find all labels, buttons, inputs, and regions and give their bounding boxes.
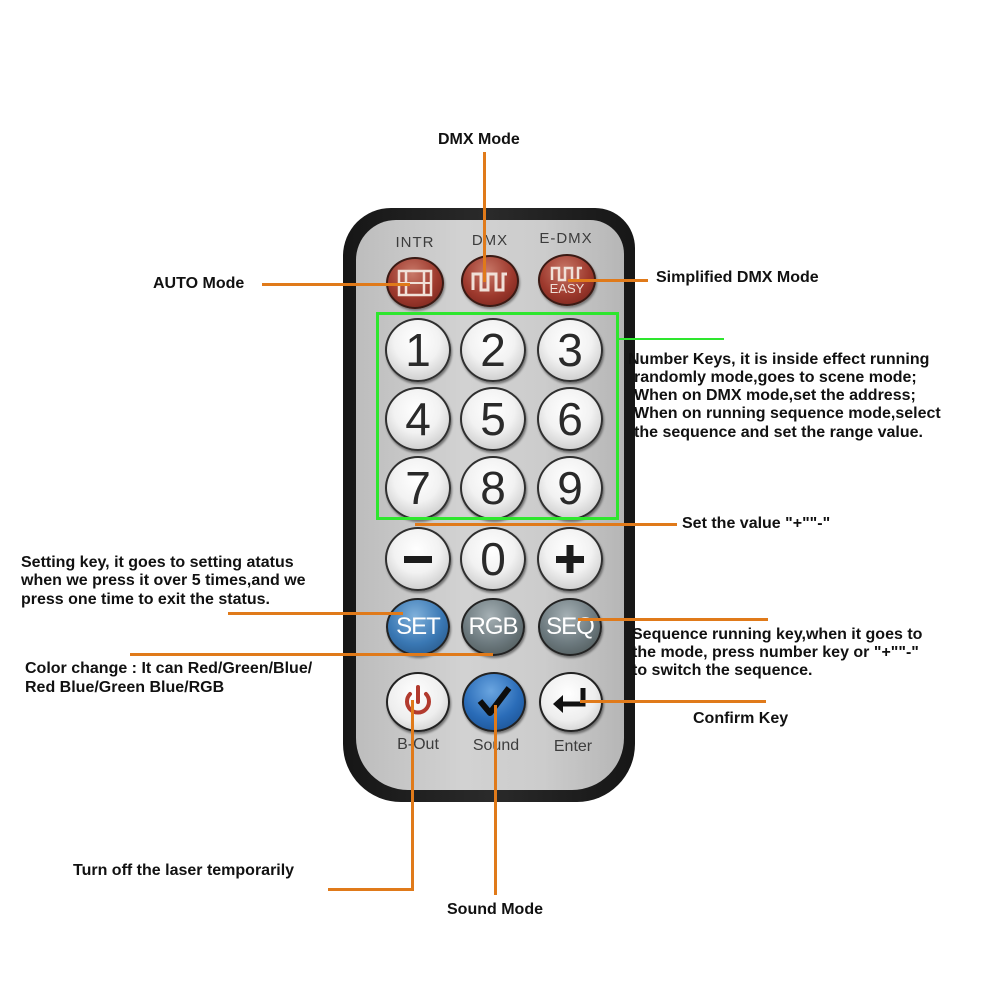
setting-key-annotation-line-3: press one time to exit the status. [21, 591, 270, 608]
dmx-label: DMX [471, 232, 509, 249]
rgb-callout-line [130, 653, 493, 656]
plusminus-callout-line [415, 523, 677, 526]
number-keys-annotation-line-1: Number Keys, it is inside effect running [628, 351, 930, 368]
key-0[interactable]: 0 [460, 527, 526, 591]
bout-button[interactable] [386, 672, 450, 732]
key-7[interactable]: 7 [385, 456, 451, 520]
sequence-key-annotation-line-2: the mode, press number key or "+""-" [632, 644, 919, 661]
seq-button[interactable]: SEQ [538, 598, 602, 656]
key-4[interactable]: 4 [385, 387, 451, 451]
checkmark-icon [477, 686, 512, 716]
easy-text: EASY [549, 281, 585, 296]
key-3[interactable]: 3 [537, 318, 603, 382]
simplified-dmx-annotation: Simplified DMX Mode [656, 269, 819, 286]
plus-button[interactable] [537, 527, 603, 591]
number-keys-annotation-line-3: When on DMX mode,set the address; [634, 387, 916, 404]
setting-key-annotation-line-1: Setting key, it goes to setting atatus [21, 554, 294, 571]
rgb-button[interactable]: RGB [461, 598, 525, 656]
key-5[interactable]: 5 [460, 387, 526, 451]
edmx-callout-line [568, 279, 648, 282]
set-callout-line [228, 612, 403, 615]
number-keys-highlight-box [376, 312, 619, 520]
color-change-annotation-line-1: Color change : It can Red/Green/Blue/ [25, 660, 313, 677]
seq-callout-line [578, 618, 768, 621]
set-value-annotation: Set the value "+""-" [682, 515, 831, 532]
minus-icon [404, 556, 432, 563]
bout-label: B-Out [397, 736, 439, 753]
minus-button[interactable] [385, 527, 451, 591]
plus-icon [556, 545, 584, 573]
bout-callout-line-horizontal [328, 888, 414, 891]
auto-callout-line [262, 283, 410, 286]
intr-label: INTR [395, 234, 435, 251]
square-wave-icon [471, 272, 507, 292]
sequence-key-annotation-line-3: to switch the sequence. [632, 662, 813, 679]
key-9[interactable]: 9 [537, 456, 603, 520]
setting-key-annotation-line-2: when we press it over 5 times,and we [21, 572, 306, 589]
key-8[interactable]: 8 [460, 456, 526, 520]
color-change-annotation-line-2: Red Blue/Green Blue/RGB [25, 679, 225, 696]
set-button[interactable]: SET [386, 598, 450, 656]
number-keys-callout-line [618, 338, 724, 340]
key-2[interactable]: 2 [460, 318, 526, 382]
sound-callout-line [494, 705, 497, 895]
sound-mode-annotation: Sound Mode [447, 901, 543, 918]
enter-callout-line [580, 700, 766, 703]
sequence-key-annotation-line-1: Sequence running key,when it goes to [632, 626, 923, 643]
enter-label: Enter [553, 738, 593, 755]
power-icon [405, 685, 431, 715]
enter-arrow-icon [553, 688, 586, 713]
number-keys-annotation-line-2: randomly mode,goes to scene mode; [634, 369, 917, 386]
key-6[interactable]: 6 [537, 387, 603, 451]
auto-mode-annotation: AUTO Mode [153, 275, 245, 292]
number-keys-annotation-line-4: When on running sequence mode,select [634, 405, 941, 422]
edmx-label: E-DMX [539, 230, 593, 247]
key-1[interactable]: 1 [385, 318, 451, 382]
bout-callout-line [411, 700, 414, 890]
dmx-mode-annotation: DMX Mode [438, 131, 520, 148]
dmx-callout-line [483, 152, 486, 282]
dmx-mode-button[interactable] [461, 255, 519, 307]
confirm-key-annotation: Confirm Key [693, 710, 789, 727]
turn-off-annotation: Turn off the laser temporarily [73, 862, 295, 879]
square-wave-easy-icon [550, 266, 582, 282]
number-keys-annotation-line-5: the sequence and set the range value. [634, 424, 923, 441]
